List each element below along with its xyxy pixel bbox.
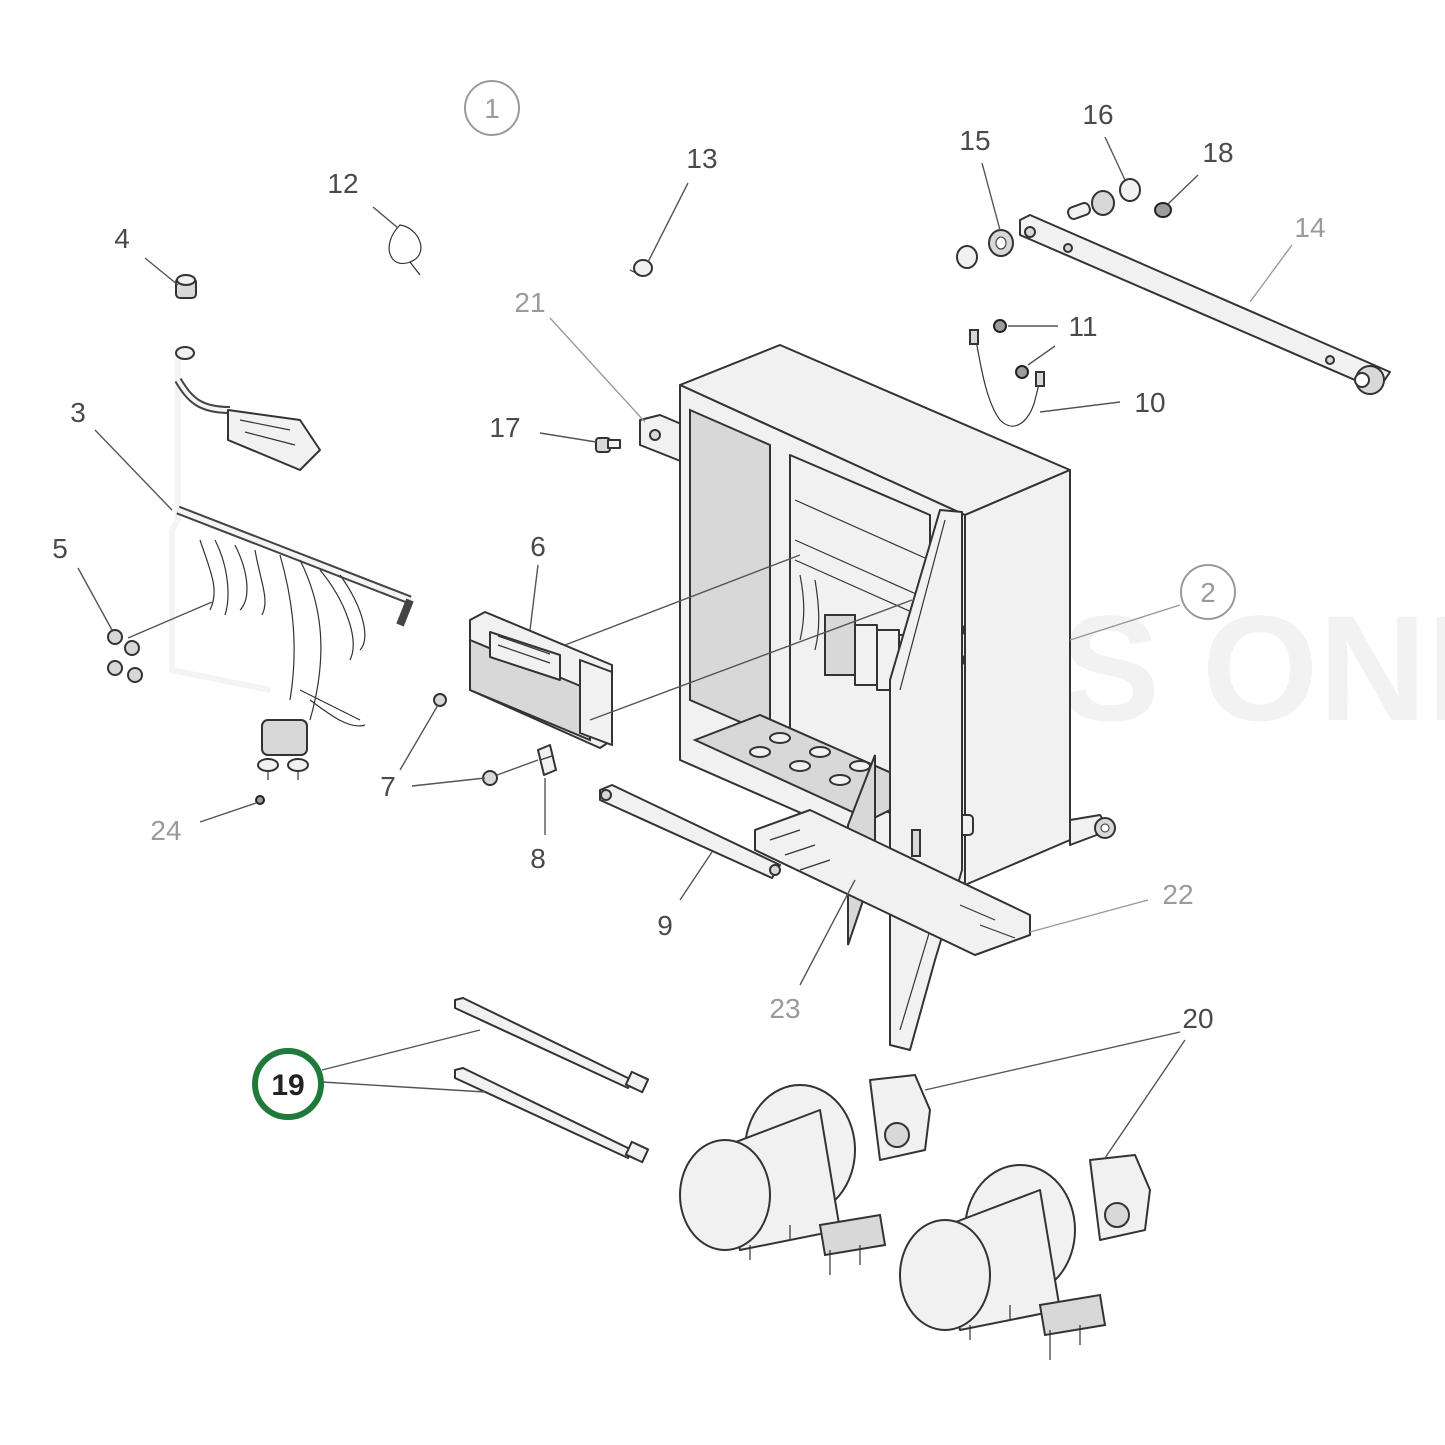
callout-18-label: 18 <box>1202 137 1233 168</box>
callout-9: 9 <box>657 851 713 941</box>
callout-18: 18 <box>1167 137 1234 205</box>
callout-10: 10 <box>1039 387 1166 418</box>
callout-12: 12 <box>327 168 399 229</box>
callout-12-label: 12 <box>327 168 358 199</box>
callout-21-label: 21 <box>514 287 545 318</box>
assembly-1-label: 1 <box>484 93 500 124</box>
callout-4: 4 <box>114 223 179 286</box>
part-4-cap[interactable] <box>175 274 197 299</box>
part-20-motor-b[interactable] <box>899 1154 1151 1360</box>
part-7-screws[interactable] <box>433 693 498 786</box>
part-18-nut[interactable] <box>1154 202 1172 218</box>
callout-16: 16 <box>1082 99 1126 181</box>
callout-9-label: 9 <box>657 910 673 941</box>
part-13-clip[interactable] <box>629 259 653 277</box>
callout-5: 5 <box>52 533 213 639</box>
callout-11-label: 11 <box>1068 311 1097 342</box>
callout-8-label: 8 <box>530 843 546 874</box>
callout-6: 6 <box>529 531 913 721</box>
callout-10-label: 10 <box>1134 387 1165 418</box>
callout-19-label: 19 <box>271 1069 304 1102</box>
callout-23: 23 <box>769 879 856 1024</box>
callout-24: 24 <box>150 802 257 846</box>
callout-7-label: 7 <box>380 771 396 802</box>
callout-3: 3 <box>70 397 173 511</box>
callout-22-label: 22 <box>1162 879 1193 910</box>
part-17-screw[interactable] <box>595 437 621 453</box>
callout-15: 15 <box>959 125 1001 231</box>
part-11-nuts[interactable] <box>993 319 1029 379</box>
part-6-control-module[interactable] <box>469 611 613 749</box>
callout-5-label: 5 <box>52 533 68 564</box>
part-2-enclosure[interactable] <box>679 344 1116 1051</box>
part-19-cable-ties[interactable] <box>454 997 650 1164</box>
callout-13: 13 <box>647 143 718 263</box>
callout-8: 8 <box>530 778 546 874</box>
callout-3-label: 3 <box>70 397 86 428</box>
part-14-support-bar[interactable] <box>1019 214 1391 395</box>
part-10-ground-strap[interactable] <box>969 329 1045 427</box>
part-5-nuts[interactable] <box>107 629 143 683</box>
harness-lower-connector <box>257 719 309 780</box>
callout-14-label: 14 <box>1294 212 1325 243</box>
callout-24-label: 24 <box>150 815 181 846</box>
part-3-wiring-harness[interactable] <box>169 346 414 780</box>
part-24-screw[interactable] <box>255 795 265 805</box>
part-15-washer-bushing[interactable] <box>956 229 1014 269</box>
callout-23-label: 23 <box>769 993 800 1024</box>
callout-11: 11 <box>1008 311 1098 366</box>
part-16-bushing-washer[interactable] <box>1067 178 1141 220</box>
callout-17-label: 17 <box>489 412 520 443</box>
callout-21: 21 <box>514 287 646 423</box>
enclosure-mount-foot <box>1069 814 1116 846</box>
part-8-bracket[interactable] <box>537 744 557 776</box>
callout-16-label: 16 <box>1082 99 1113 130</box>
callout-22: 22 <box>1029 879 1194 933</box>
part-20-motor-a[interactable] <box>679 1074 931 1275</box>
assembly-2-marker: 2 <box>1069 564 1236 641</box>
assembly-2-label: 2 <box>1200 577 1216 608</box>
callout-14: 14 <box>1249 212 1326 303</box>
part-22-base-plate[interactable] <box>754 809 1031 956</box>
callout-19-highlighted[interactable]: 19 <box>252 1029 486 1120</box>
callout-13-label: 13 <box>686 143 717 174</box>
floor-holes <box>749 732 871 786</box>
part-9-lower-rail[interactable] <box>599 784 781 879</box>
callout-4-label: 4 <box>114 223 130 254</box>
callout-20: 20 <box>924 1003 1214 1159</box>
callout-7: 7 <box>380 704 539 802</box>
callout-6-label: 6 <box>530 531 546 562</box>
callout-17: 17 <box>489 412 597 443</box>
callout-20-label: 20 <box>1182 1003 1213 1034</box>
assembly-1-marker: 1 <box>464 80 520 136</box>
callout-15-label: 15 <box>959 125 990 156</box>
part-12-loop-clamp[interactable] <box>388 224 422 276</box>
